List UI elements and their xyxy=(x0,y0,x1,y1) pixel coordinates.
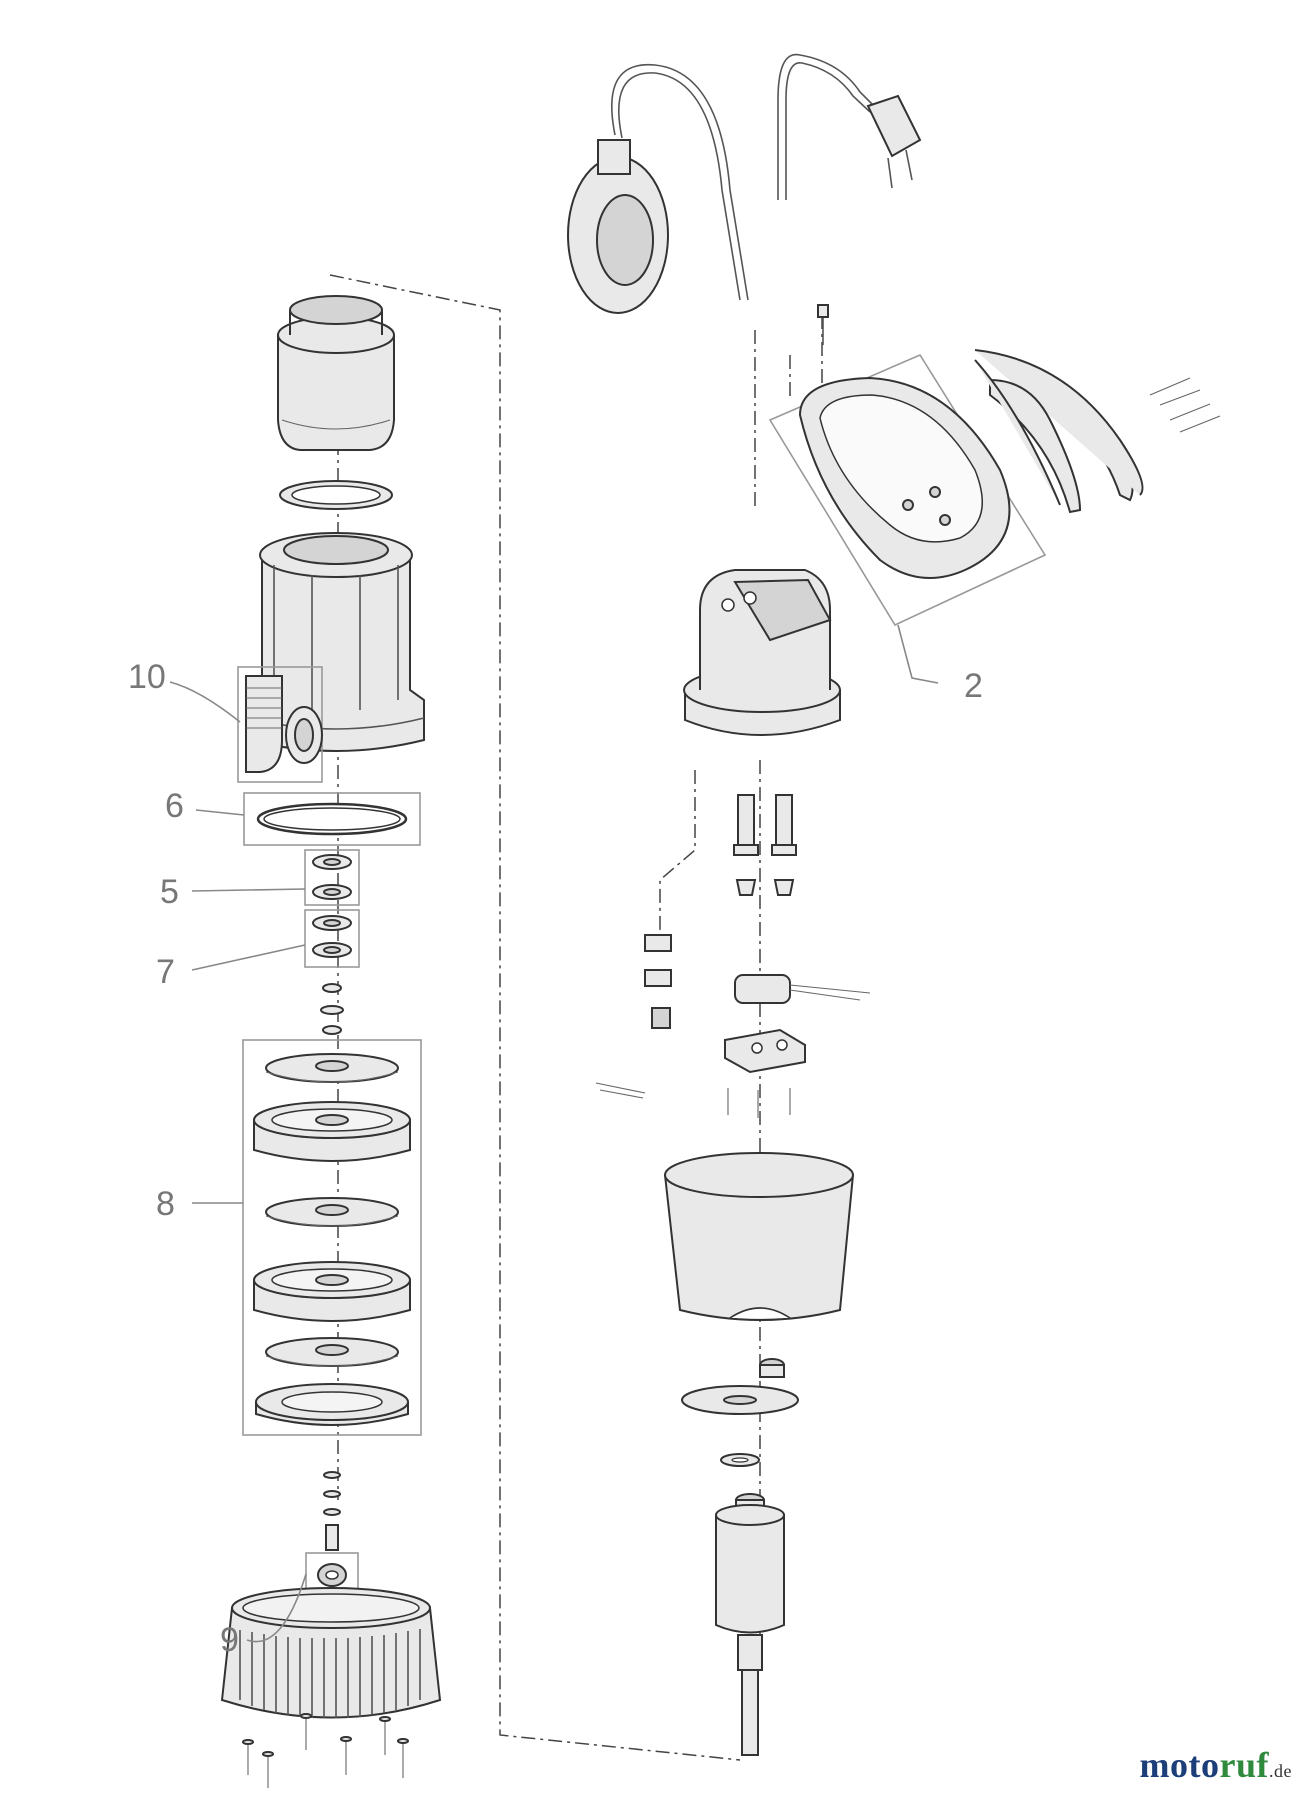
motor-housing xyxy=(663,1152,855,1321)
wire-clip xyxy=(595,1082,646,1099)
handle-cover-part-2 xyxy=(768,353,1047,627)
cover-screw xyxy=(817,304,829,345)
watermark-logo: motoruf.de xyxy=(1140,1744,1292,1786)
callout-label-6: 6 xyxy=(165,787,184,825)
leader-lines xyxy=(169,624,939,1643)
pump-housing xyxy=(247,532,425,752)
terminal-holder xyxy=(724,1028,806,1074)
washer xyxy=(720,1453,760,1467)
small-washers xyxy=(320,983,344,1035)
capacitor xyxy=(734,974,871,1004)
shaft-seal-part-5 xyxy=(304,849,360,906)
elbow-connector-part-10 xyxy=(237,666,323,783)
impeller-stage-stack-part-8 xyxy=(242,1039,422,1436)
motor-top-cover xyxy=(683,569,841,736)
grip-screws xyxy=(1149,377,1221,433)
o-ring-part-6 xyxy=(243,792,421,846)
watermark-part-moto: moto xyxy=(1139,1745,1220,1785)
strainer-base xyxy=(220,1587,442,1719)
callout-label-5: 5 xyxy=(160,873,179,911)
callout-label-10: 10 xyxy=(128,658,166,696)
watermark-part-ruf: ruf xyxy=(1219,1745,1269,1785)
bearing-top xyxy=(759,1358,785,1378)
end-shield-plate xyxy=(681,1385,799,1415)
float-switch xyxy=(567,63,749,314)
callout-label-8: 8 xyxy=(156,1185,175,1223)
power-cable-plug xyxy=(777,53,922,200)
holder-screws xyxy=(727,1088,791,1118)
shaft-seal-part-7 xyxy=(304,909,360,968)
side-grips xyxy=(974,349,1144,514)
shaft-washers-and-pin xyxy=(323,1471,341,1551)
callout-label-2: 2 xyxy=(964,667,983,705)
base-screws xyxy=(242,1713,409,1788)
callout-label-9: 9 xyxy=(220,1621,239,1659)
callout-label-7: 7 xyxy=(156,953,175,991)
cable-glands xyxy=(733,794,797,896)
rotor-shaft xyxy=(715,1493,785,1756)
terminal-blocks xyxy=(644,934,672,1029)
outlet-sleeve xyxy=(277,295,395,451)
sleeve-gasket xyxy=(279,480,393,510)
watermark-part-domain: .de xyxy=(1269,1761,1292,1781)
bushing-part-9 xyxy=(305,1552,359,1596)
